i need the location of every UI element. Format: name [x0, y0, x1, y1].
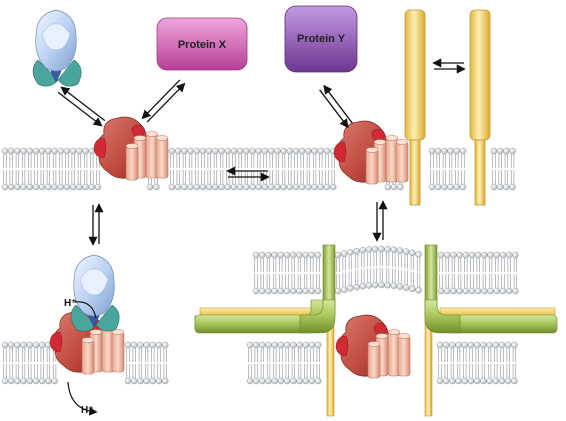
protein-complex-top-left [93, 116, 169, 181]
arrow-protein-x-to-protein [141, 79, 186, 123]
bilayer-top-left-a [1, 147, 102, 191]
yellow-rod-right [469, 9, 491, 206]
bilayer-junction-upper-left [252, 251, 322, 295]
proton-path-in [74, 301, 97, 319]
bilayer-junction-upper-right [437, 251, 519, 295]
protein-y-label: Protein Y [297, 33, 346, 45]
arrow-top-left-down [88, 203, 104, 246]
arrow-top-right-down [372, 200, 388, 242]
arrow-membrane-shift [226, 166, 270, 182]
bilayer-top-middle [168, 147, 337, 191]
arrow-protein-y-to-protein [319, 84, 353, 129]
bilayer-bottom-left-b [124, 341, 169, 385]
arrow-rod-exchange [432, 58, 466, 74]
bilayer-junction-lower-left [246, 341, 322, 385]
yellow-rod-left [404, 9, 426, 206]
bilayer-junction-lower-right [436, 341, 518, 385]
bilayer-top-right-b [428, 147, 467, 191]
proton-path-out [67, 381, 98, 416]
bilayer-junction-upper-bent [334, 245, 422, 295]
bilayer-top-right-c [490, 147, 516, 191]
protein-x-label: Protein X [178, 39, 227, 51]
junction-rods [194, 244, 558, 417]
proton-in-label: H⁺ [64, 298, 77, 309]
bilayer-bottom-left-a [1, 341, 58, 385]
equilibrium-arrows [57, 58, 466, 246]
proteins-layer [32, 9, 411, 379]
protein-complex-top-right [333, 120, 409, 185]
protein-y-box: Protein Y [284, 5, 358, 73]
arrow-cap-to-protein [57, 86, 106, 127]
cap-subunit-top [32, 9, 82, 87]
protein-x-box: Protein X [156, 17, 248, 71]
cap-subunit-bottom [70, 254, 120, 332]
protein-complex-junction [335, 314, 411, 379]
